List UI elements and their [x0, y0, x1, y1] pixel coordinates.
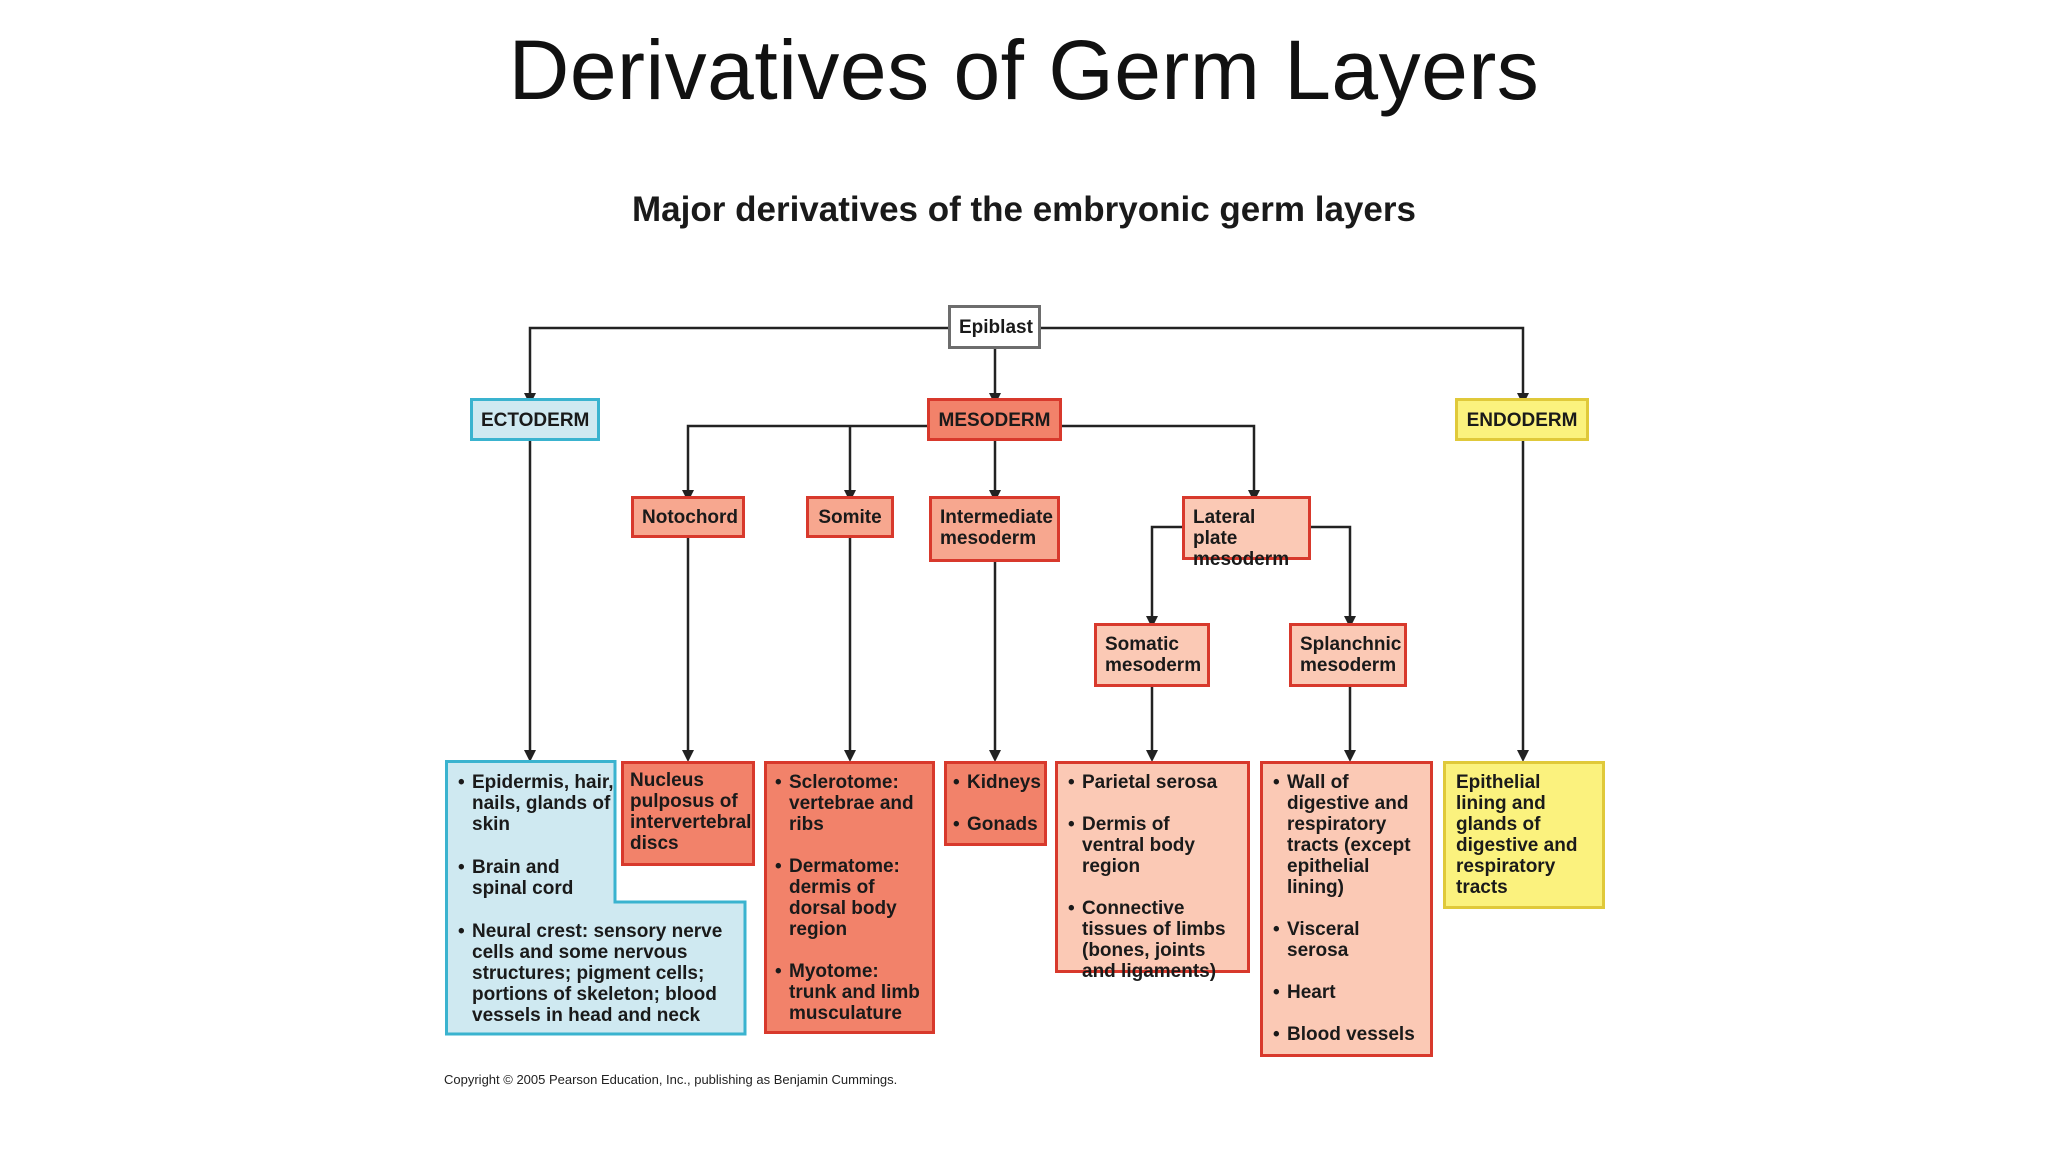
somite-item-dermatome: Dermatome: dermis of dorsal body region	[775, 856, 924, 940]
ectoderm-item-brain: Brain and spinal cord	[458, 857, 608, 899]
ectoderm-derivative-3: Neural crest: sensory nerve cells and so…	[458, 921, 740, 1026]
splanchnic-item-heart: Heart	[1273, 982, 1420, 1003]
notochord-derivatives: Nucleus pulposus of intervertebral discs	[621, 761, 755, 866]
node-endoderm: ENDODERM	[1455, 398, 1589, 441]
line-mesoderm-notochord	[686, 424, 928, 492]
line-epiblast-ectoderm	[528, 326, 950, 395]
node-somatic-mesoderm: Somatic mesoderm	[1094, 623, 1210, 687]
intermediate-item-kidneys: Kidneys	[953, 772, 1041, 793]
ectoderm-item-neural-crest: Neural crest: sensory nerve cells and so…	[458, 921, 740, 1026]
splanchnic-item-wall: Wall of digestive and respiratory tracts…	[1273, 772, 1420, 898]
node-endoderm-label: ENDODERM	[1466, 410, 1578, 431]
intermediate-item-gonads: Gonads	[953, 814, 1038, 835]
node-splanchnic-label: Splanchnic mesoderm	[1300, 634, 1402, 676]
line-mesoderm-lateral	[1062, 424, 1256, 492]
node-epiblast: Epiblast	[948, 305, 1041, 349]
ectoderm-derivative-1: Epidermis, hair, nails, glands of skin	[458, 772, 618, 835]
somite-item-sclerotome: Sclerotome: vertebrae and ribs	[775, 772, 924, 835]
somatic-item-parietal-serosa: Parietal serosa	[1068, 772, 1237, 793]
node-mesoderm-label: MESODERM	[938, 410, 1051, 431]
node-somite: Somite	[806, 496, 894, 538]
splanchnic-item-blood-vessels: Blood vessels	[1273, 1024, 1420, 1045]
ectoderm-item-epidermis: Epidermis, hair, nails, glands of skin	[458, 772, 618, 835]
intermediate-derivatives: Kidneys Gonads	[944, 761, 1047, 846]
line-lateral-somatic	[1150, 525, 1184, 618]
endoderm-derivatives: Epithelial lining and glands of digestiv…	[1443, 761, 1605, 909]
node-mesoderm: MESODERM	[927, 398, 1062, 441]
somatic-item-dermis: Dermis of ventral body region	[1068, 814, 1237, 877]
somite-derivatives: Sclerotome: vertebrae and ribs Dermatome…	[764, 761, 935, 1034]
node-ectoderm: ECTODERM	[470, 398, 600, 441]
ectoderm-derivative-2: Brain and spinal cord	[458, 857, 608, 899]
node-splanchnic-mesoderm: Splanchnic mesoderm	[1289, 623, 1407, 687]
somite-item-myotome: Myotome: trunk and limb musculature	[775, 961, 924, 1024]
node-ectoderm-label: ECTODERM	[481, 410, 590, 431]
node-intermediate-mesoderm: Intermediate mesoderm	[929, 496, 1060, 562]
node-notochord-label: Notochord	[642, 507, 739, 528]
node-epiblast-label: Epiblast	[959, 317, 1033, 338]
node-somite-label: Somite	[818, 507, 882, 528]
node-somatic-label: Somatic mesoderm	[1105, 634, 1202, 676]
arrowheads	[524, 393, 1529, 762]
figure-title: Major derivatives of the embryonic germ …	[632, 190, 1416, 229]
line-lateral-splanchnic	[1310, 525, 1352, 618]
somatic-item-connective-tissues: Connective tissues of limbs (bones, join…	[1068, 898, 1237, 982]
notochord-derivative-text: Nucleus pulposus of intervertebral discs	[630, 770, 752, 854]
endoderm-derivative-text: Epithelial lining and glands of digestiv…	[1456, 772, 1578, 898]
copyright-notice: Copyright © 2005 Pearson Education, Inc.…	[444, 1072, 898, 1087]
somatic-derivatives: Parietal serosa Dermis of ventral body r…	[1055, 761, 1250, 982]
slide-title: Derivatives of Germ Layers	[508, 23, 1540, 117]
node-intermediate-label: Intermediate mesoderm	[940, 507, 1053, 549]
line-epiblast-endoderm	[1040, 326, 1525, 395]
splanchnic-item-visceral-serosa: Visceral serosa	[1273, 919, 1420, 961]
node-lateral-plate-label: Lateral plate mesoderm	[1193, 507, 1290, 570]
node-notochord: Notochord	[631, 496, 745, 538]
node-lateral-plate-mesoderm: Lateral plate mesoderm	[1182, 496, 1311, 570]
splanchnic-derivatives: Wall of digestive and respiratory tracts…	[1260, 761, 1433, 1057]
